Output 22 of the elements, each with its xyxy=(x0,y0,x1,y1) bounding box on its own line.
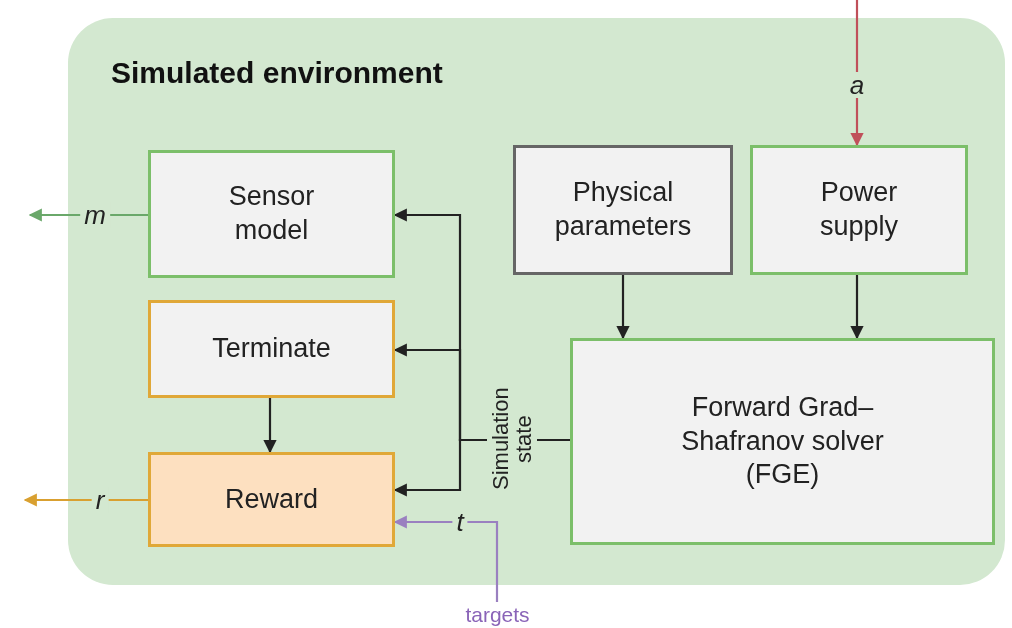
box-label: Physical parameters xyxy=(553,176,693,243)
arrow xyxy=(23,493,148,507)
arrow xyxy=(393,515,499,602)
process-box xyxy=(148,300,395,398)
arrow xyxy=(850,275,864,340)
panel-title: Simulated environment xyxy=(111,56,443,90)
process-box xyxy=(570,338,995,545)
box-label: Power supply xyxy=(818,176,899,243)
state-label: Simulation state xyxy=(488,386,536,493)
arrow xyxy=(263,398,277,454)
process-box xyxy=(148,150,395,278)
box-label: Terminate xyxy=(211,332,332,366)
arrow xyxy=(393,438,487,497)
arrow xyxy=(616,275,630,340)
input-label: targets xyxy=(465,603,530,627)
process-box xyxy=(750,145,968,275)
process-box xyxy=(148,452,395,547)
environment-panel xyxy=(68,18,1005,585)
process-box xyxy=(513,145,733,275)
box-label: Sensor model xyxy=(227,180,316,247)
box-label: Reward xyxy=(223,482,319,516)
box-label: Forward Grad–Shafranov solver (FGE) xyxy=(680,390,885,492)
